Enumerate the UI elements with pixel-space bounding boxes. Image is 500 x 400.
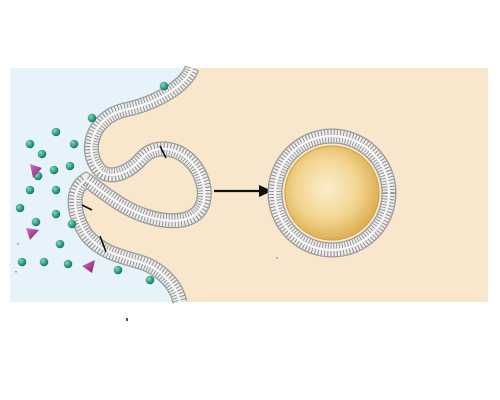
extracellular-region: [10, 68, 192, 302]
small-molecule: [87, 113, 97, 123]
small-molecule: [159, 81, 169, 91]
small-molecule: [15, 203, 25, 213]
arrow-head: [259, 185, 272, 197]
small-molecule: [25, 139, 35, 149]
small-molecule: [17, 257, 27, 267]
small-molecule: [63, 259, 73, 269]
vesicle-membrane-midline: [273, 134, 391, 252]
membrane-mark: [99, 235, 107, 253]
vesicle: [267, 128, 397, 258]
small-molecule: [51, 127, 61, 137]
small-molecule: [25, 185, 35, 195]
small-molecule: [49, 165, 59, 175]
membrane-mark: [81, 204, 93, 211]
stray-marks: [15, 243, 278, 321]
membrane-mark: [159, 145, 167, 159]
small-molecule: [69, 139, 79, 149]
small-molecule: [37, 149, 47, 159]
small-molecule: [55, 239, 65, 249]
large-molecule: [26, 228, 39, 240]
small-molecule: [31, 217, 41, 227]
small-molecule: [39, 257, 49, 267]
process-arrow: [214, 185, 272, 197]
small-molecule: [145, 275, 155, 285]
small-molecule: [51, 209, 61, 219]
small-molecule: [65, 161, 75, 171]
plasma-membrane: [67, 64, 212, 305]
small-molecule: [113, 265, 123, 275]
molecules: [15, 81, 169, 285]
small-molecule: [51, 185, 61, 195]
small-molecule: [67, 219, 77, 229]
vesicle-contents: [284, 145, 380, 241]
large-molecule: [82, 260, 95, 273]
large-molecule: [30, 164, 42, 178]
membrane-midline: [74, 67, 206, 303]
